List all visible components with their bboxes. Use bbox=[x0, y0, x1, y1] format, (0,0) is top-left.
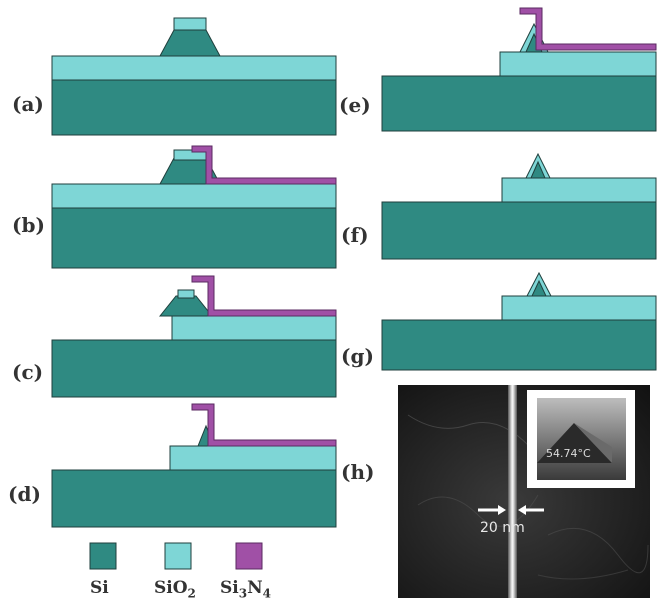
si-substrate bbox=[381, 201, 657, 260]
si3n4-layer bbox=[191, 403, 337, 447]
panel-c-diagram bbox=[51, 275, 337, 398]
si3n4-layer bbox=[191, 145, 337, 185]
panel-label-e: (e) bbox=[339, 93, 371, 117]
si-tip bbox=[530, 160, 546, 179]
panel-b-diagram bbox=[51, 145, 337, 269]
si-substrate bbox=[51, 207, 337, 269]
sio2-layer bbox=[501, 295, 657, 321]
sem-image bbox=[398, 385, 650, 598]
panel-d-diagram bbox=[51, 403, 337, 528]
si3n4-layer bbox=[191, 275, 337, 317]
si-mesa bbox=[159, 29, 221, 57]
sio2-layer bbox=[171, 315, 337, 341]
legend-label-sio2: SiO2 bbox=[154, 578, 196, 601]
sio2-mask bbox=[173, 17, 207, 31]
si-substrate bbox=[381, 75, 657, 132]
legend-swatch-si bbox=[89, 542, 117, 570]
panel-f-diagram bbox=[381, 152, 657, 260]
sio2-layer bbox=[169, 445, 337, 471]
si-substrate bbox=[51, 339, 337, 398]
panel-label-f: (f) bbox=[341, 223, 369, 247]
legend-label-si: Si bbox=[90, 578, 109, 598]
panel-label-b: (b) bbox=[12, 213, 45, 237]
panel-label-d: (d) bbox=[8, 482, 41, 506]
si-mesa bbox=[158, 295, 214, 317]
sio2-layer bbox=[501, 177, 657, 203]
si3n4-layer bbox=[519, 7, 657, 51]
si-substrate bbox=[381, 319, 657, 371]
si-tip bbox=[531, 279, 547, 297]
si-substrate bbox=[51, 79, 337, 136]
legend-label-si3n4: Si3N4 bbox=[220, 578, 272, 601]
inset-angle-label: 54.74°C bbox=[546, 447, 591, 460]
scale-bar-label: 20 nm bbox=[480, 520, 525, 536]
sio2-layer bbox=[499, 51, 657, 77]
panel-a-diagram bbox=[51, 17, 337, 136]
sem-micrograph: 54.74°C 20 nm bbox=[398, 385, 650, 598]
panel-label-a: (a) bbox=[12, 92, 44, 116]
panel-label-g: (g) bbox=[341, 344, 374, 368]
legend-swatch-sio2 bbox=[164, 542, 192, 570]
sio2-layer bbox=[51, 55, 337, 81]
panel-g-diagram bbox=[381, 271, 657, 371]
sio2-layer bbox=[51, 183, 337, 209]
panel-label-h: (h) bbox=[341, 460, 375, 484]
panel-label-c: (c) bbox=[12, 360, 44, 384]
sio2-mask bbox=[177, 289, 195, 299]
si-substrate bbox=[51, 469, 337, 528]
legend-swatch-si3n4 bbox=[235, 542, 263, 570]
panel-e-diagram bbox=[381, 7, 657, 132]
